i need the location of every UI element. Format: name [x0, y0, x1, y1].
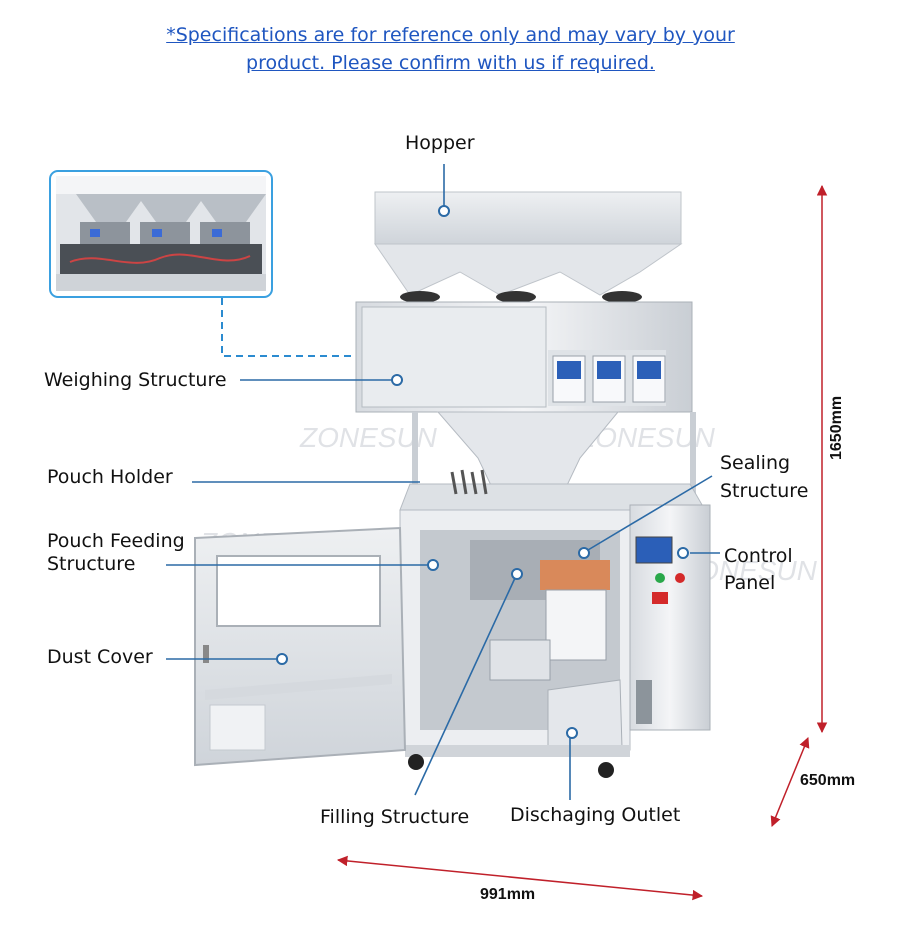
label-sealing-line2: Structure	[720, 480, 809, 502]
label-control-line1: Control	[724, 545, 793, 567]
label-dust-cover: Dust Cover	[47, 646, 153, 668]
label-pouch-feeding-line1: Pouch Feeding	[47, 530, 185, 552]
label-pouch-holder: Pouch Holder	[47, 466, 173, 488]
disclaimer-line-1: *Specifications are for reference only a…	[166, 24, 735, 46]
label-pouch-feeding-line2: Structure	[47, 553, 136, 575]
label-control-line2: Panel	[724, 572, 776, 594]
dimension-arrows	[336, 184, 828, 901]
dimension-width: 991mm	[480, 886, 536, 903]
inset-connector-line	[221, 298, 405, 357]
dimension-height: 1650mm	[828, 395, 845, 460]
callout-lines	[166, 164, 720, 800]
dimension-depth: 650mm	[800, 772, 856, 789]
label-discharging-outlet: Dischaging Outlet	[510, 804, 681, 826]
weighing-inset-photo	[49, 170, 273, 298]
dust-cover-door	[194, 526, 407, 767]
lower-cabinet	[399, 504, 711, 778]
label-sealing-line1: Sealing	[720, 452, 791, 474]
weighing-housing	[355, 301, 693, 501]
label-weighing-structure: Weighing Structure	[44, 369, 227, 391]
hopper	[374, 191, 683, 303]
callout-dots	[276, 205, 689, 739]
disclaimer-line-2: product. Please confirm with us if requi…	[246, 52, 655, 74]
label-filling-structure: Filling Structure	[320, 806, 470, 828]
machine-frame	[399, 412, 706, 511]
label-hopper: Hopper	[405, 132, 475, 154]
